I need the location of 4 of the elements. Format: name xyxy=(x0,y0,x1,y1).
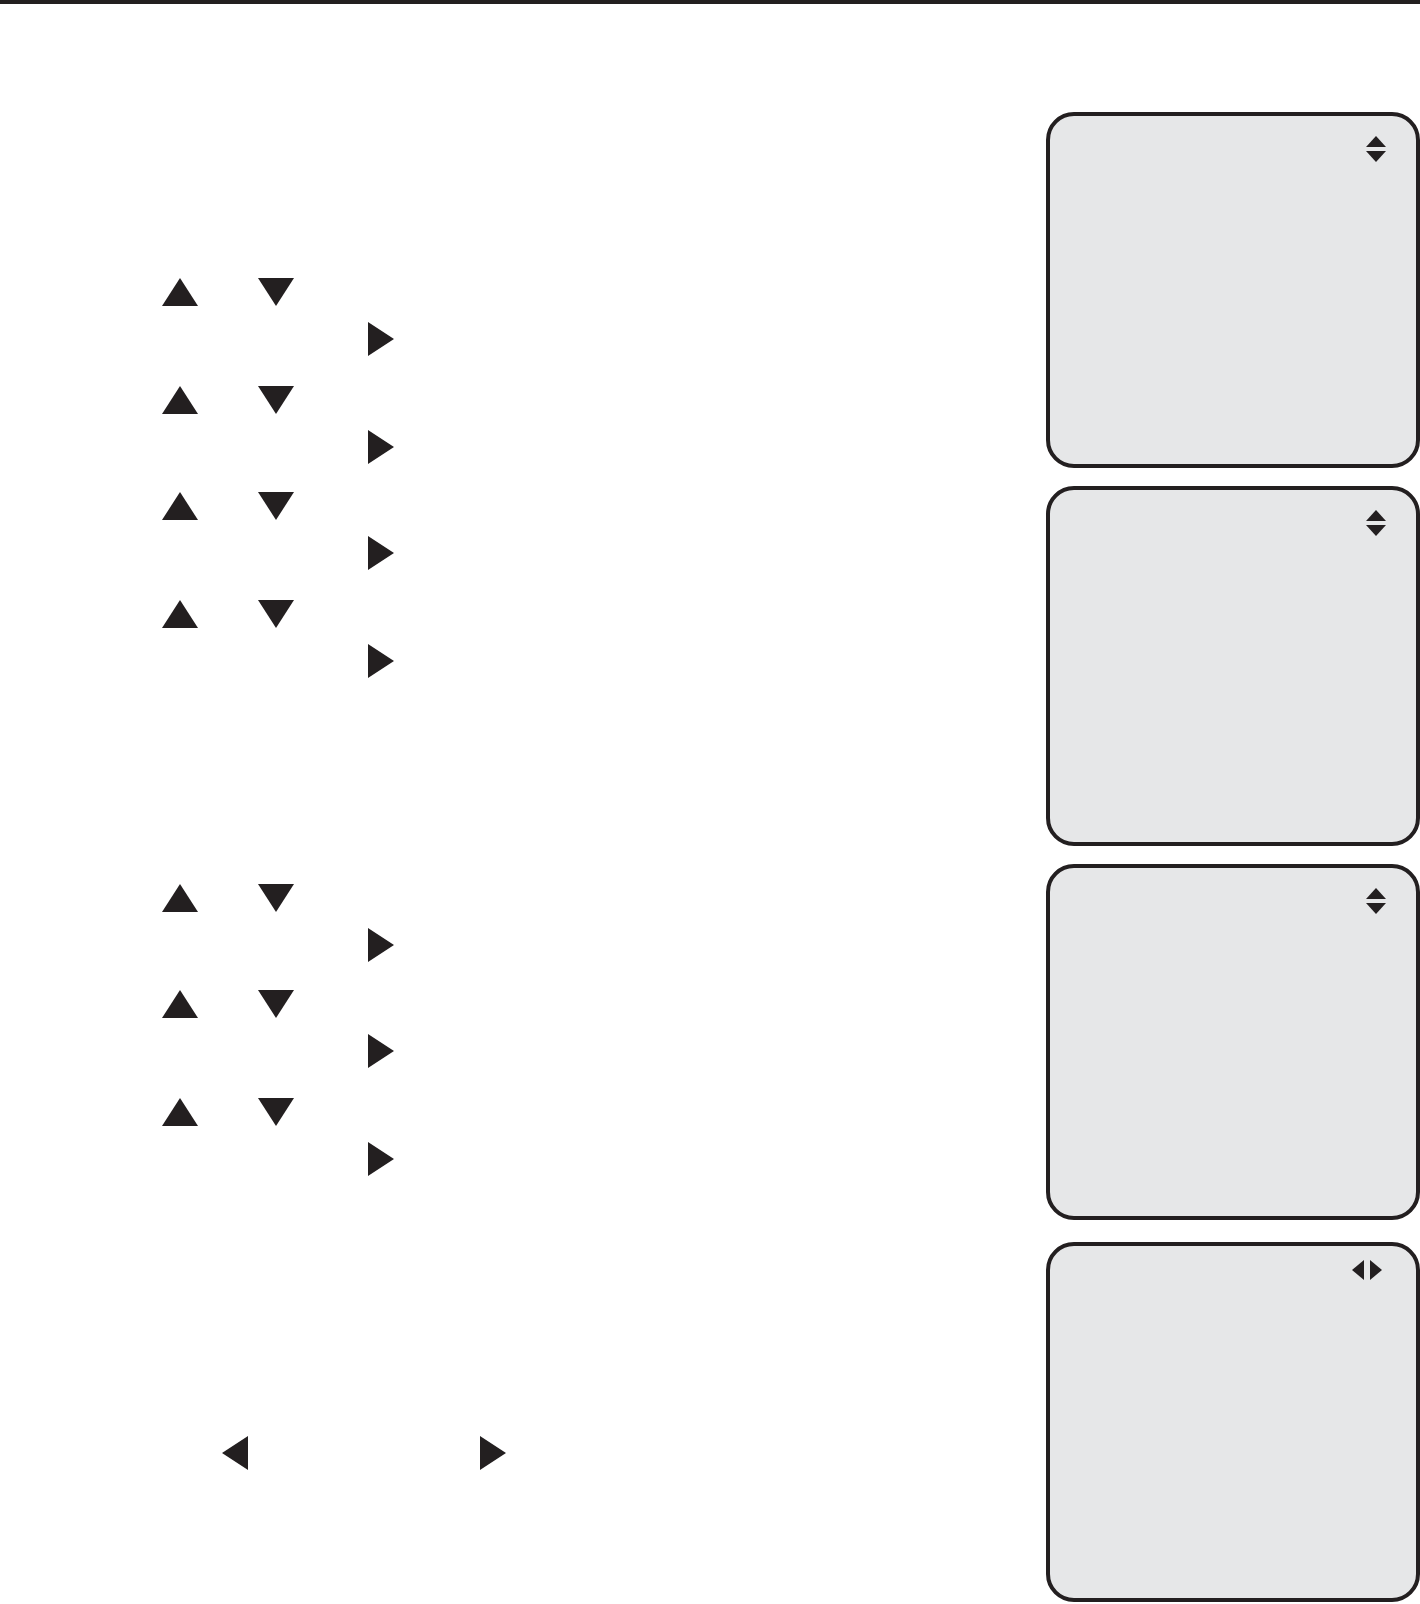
display-screen xyxy=(1046,112,1420,468)
display-screen xyxy=(1046,486,1420,846)
display-screen xyxy=(1046,864,1420,1220)
display-screen xyxy=(1046,1242,1420,1602)
